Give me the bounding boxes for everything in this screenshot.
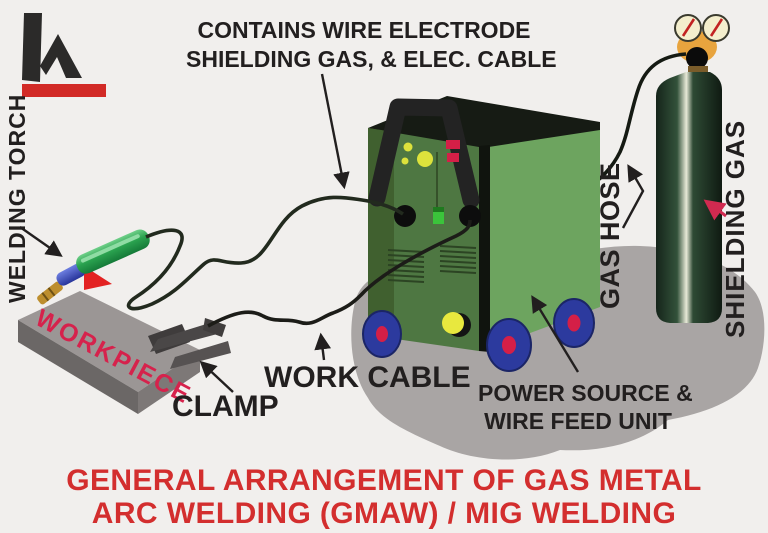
main-title: GENERAL ARRANGEMENT OF GAS METAL ARC WEL…	[0, 464, 768, 530]
welding-machine	[362, 96, 600, 372]
machine-handle	[368, 98, 480, 209]
pointer-clamp	[199, 360, 234, 393]
power-button	[442, 312, 464, 334]
machine-front-panel	[368, 128, 479, 351]
brand-logo-icon	[22, 13, 106, 97]
ground-clamp	[148, 318, 231, 369]
rocker-switch	[447, 153, 459, 162]
rocker-switch	[446, 140, 460, 149]
welding-torch-label: WELDING TORCH	[4, 93, 30, 303]
valve-knob	[686, 47, 708, 69]
pointer-work-cable	[314, 332, 332, 361]
torch-cable	[126, 195, 404, 311]
power-source-line1: POWER SOURCE &	[478, 380, 693, 406]
main-title-line2: ARC WELDING (GMAW) / MIG WELDING	[91, 497, 677, 530]
pointer-arrows	[19, 73, 645, 393]
wheels	[362, 298, 595, 372]
gauge-left-needle	[681, 18, 696, 37]
workpiece	[18, 291, 200, 414]
welding-torch	[37, 229, 150, 305]
work-cable	[207, 219, 472, 328]
gas-hose-label: GAS HOSE	[595, 162, 625, 309]
pointer-shielding-gas	[703, 199, 727, 221]
cylinder-body	[656, 72, 722, 323]
machine-side-panel	[482, 130, 600, 351]
shielding-gas-label: SHIELDING GAS	[720, 119, 750, 338]
main-title-line1: GENERAL ARRANGEMENT OF GAS METAL	[66, 464, 702, 497]
wire-feed-switch	[433, 207, 444, 224]
gas-hose	[584, 52, 687, 192]
work-cable-label: WORK CABLE	[264, 361, 471, 394]
pointer-contains-note	[320, 73, 350, 190]
pointer-power-source	[531, 295, 580, 373]
clamp-label: CLAMP	[172, 390, 279, 423]
cylinder-collar	[688, 66, 708, 74]
vent-grille	[439, 245, 477, 274]
power-source-line2: WIRE FEED UNIT	[484, 408, 672, 434]
work-connector-socket	[459, 205, 481, 227]
torch-connector-socket	[394, 205, 416, 227]
contains-note-line1: CONTAINS WIRE ELECTRODE	[197, 17, 531, 43]
contains-note-label: CONTAINS WIRE ELECTRODE SHIELDING GAS, &…	[186, 16, 557, 74]
indicator-light	[403, 142, 413, 152]
indicator-light	[401, 157, 409, 165]
pointer-welding-torch	[19, 226, 63, 257]
machine-edge	[479, 145, 490, 352]
control-knob	[417, 151, 433, 167]
torch-tip	[37, 281, 63, 305]
power-source-label: POWER SOURCE & WIRE FEED UNIT	[478, 379, 693, 435]
gas-cylinder	[656, 14, 730, 323]
torch-handle	[76, 229, 150, 274]
pointer-gas-hose	[621, 164, 645, 229]
gauge-right-needle	[709, 18, 724, 37]
contains-note-line2: SHIELDING GAS, & ELEC. CABLE	[186, 46, 557, 72]
